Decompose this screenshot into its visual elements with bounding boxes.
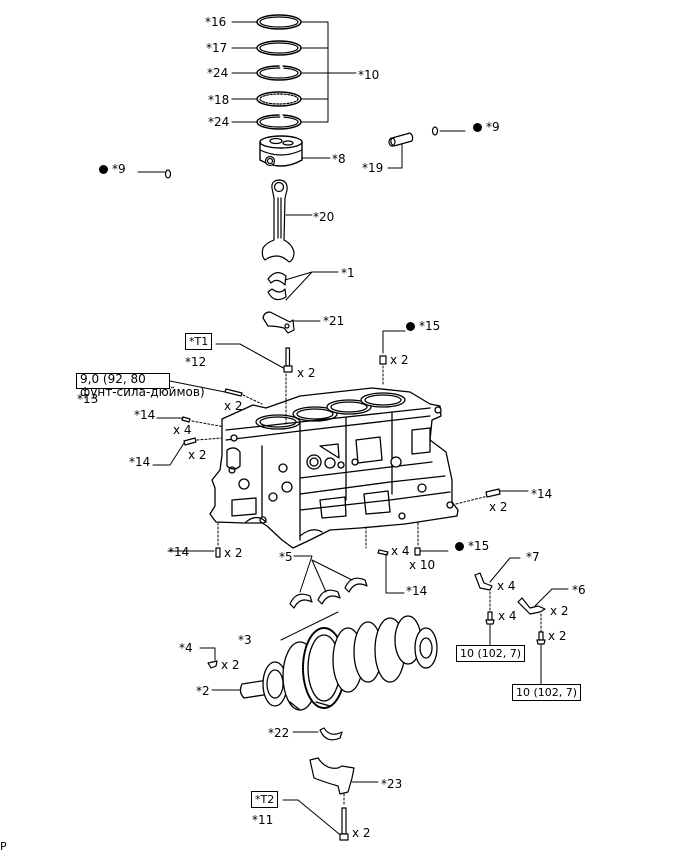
qty-14d: x 2 bbox=[224, 546, 243, 560]
qty-13: x 2 bbox=[224, 399, 243, 413]
reuse-dot-icon bbox=[99, 165, 108, 174]
label-part-14b: *14 bbox=[129, 455, 151, 469]
label-part-21: *21 bbox=[323, 314, 345, 328]
label-part-17: *17 bbox=[206, 41, 228, 55]
label-part-13: *13 bbox=[77, 392, 99, 406]
qty-4: x 2 bbox=[221, 658, 240, 672]
piston-ring-24b bbox=[256, 113, 302, 130]
label-part-12: *12 bbox=[185, 355, 207, 369]
clip-left bbox=[137, 169, 172, 179]
torque-note-13: 9,0 (92, 80 фунт-сила-дюймов) bbox=[80, 372, 205, 399]
qty-12: x 2 bbox=[297, 366, 316, 380]
oil-jet-7 bbox=[474, 557, 521, 646]
label-part-1: *1 bbox=[341, 266, 355, 280]
qty-14c: x 2 bbox=[489, 500, 508, 514]
label-part-14a: *14 bbox=[134, 408, 156, 422]
label-part-9-left: *9 bbox=[112, 162, 126, 176]
main-bolt bbox=[282, 799, 349, 841]
qty-11: x 2 bbox=[352, 826, 371, 840]
main-cap bbox=[309, 757, 379, 807]
piston-ring-16 bbox=[256, 14, 302, 30]
label-part-8: *8 bbox=[332, 152, 346, 166]
label-part-15b: *15 bbox=[468, 539, 490, 553]
rod-bearing-upper bbox=[267, 272, 287, 286]
qty-7a: x 4 bbox=[497, 579, 516, 593]
rod-bolt bbox=[215, 343, 293, 373]
label-part-14c: *14 bbox=[531, 487, 553, 501]
torque-ref-t2: *T2 bbox=[251, 791, 279, 808]
torque-note-frame bbox=[76, 373, 170, 389]
clip-right bbox=[431, 126, 466, 136]
label-part-18: *18 bbox=[208, 93, 230, 107]
label-part-7: *7 bbox=[526, 550, 540, 564]
label-part-19: *19 bbox=[362, 161, 384, 175]
label-part-11: *11 bbox=[252, 813, 274, 827]
lower-pins bbox=[167, 488, 529, 594]
thrust-bearing bbox=[292, 727, 343, 741]
qty-14b: x 2 bbox=[188, 448, 207, 462]
label-part-3: *3 bbox=[238, 633, 252, 647]
piston bbox=[259, 135, 331, 167]
block-guides bbox=[217, 373, 489, 549]
label-part-5: *5 bbox=[279, 550, 293, 564]
cylinder-block bbox=[209, 387, 459, 549]
crankshaft bbox=[239, 615, 438, 711]
corner-marker: P bbox=[0, 840, 7, 853]
label-part-24b: *24 bbox=[208, 115, 230, 129]
torque-ref-t1: *T1 bbox=[185, 333, 213, 350]
reuse-dot-icon bbox=[473, 123, 482, 132]
qty-15b: x 10 bbox=[409, 558, 436, 572]
label-part-14d: *14 bbox=[168, 545, 190, 559]
pins-14-left bbox=[152, 416, 226, 466]
torque-spec-6: 10 (102, 7) bbox=[512, 684, 582, 701]
qty-6b: x 2 bbox=[548, 629, 567, 643]
label-part-23: *23 bbox=[381, 777, 403, 791]
qty-14e: x 4 bbox=[391, 544, 410, 558]
label-part-20: *20 bbox=[313, 210, 335, 224]
piston-ring-18 bbox=[256, 91, 302, 107]
label-part-24a: *24 bbox=[207, 66, 229, 80]
label-part-4: *4 bbox=[179, 641, 193, 655]
label-part-16: *16 bbox=[205, 15, 227, 29]
torque-spec-7: 10 (102, 7) bbox=[456, 645, 526, 662]
label-part-10: *10 bbox=[358, 68, 380, 82]
label-part-22: *22 bbox=[268, 726, 290, 740]
connecting-rod bbox=[261, 179, 313, 263]
label-part-15a: *15 bbox=[419, 319, 441, 333]
main-bearings bbox=[289, 555, 368, 609]
oil-jet-6 bbox=[517, 588, 569, 686]
piston-ring-17 bbox=[256, 40, 302, 56]
rod-bearing-lower bbox=[267, 288, 287, 301]
piston-pin bbox=[387, 132, 414, 169]
qty-15a: x 2 bbox=[390, 353, 409, 367]
piston-ring-24a bbox=[256, 64, 302, 81]
ring-leaders bbox=[231, 21, 357, 123]
qty-6a: x 2 bbox=[550, 604, 569, 618]
qty-14a: x 4 bbox=[173, 423, 192, 437]
rod-cap bbox=[262, 311, 321, 334]
qty-7b: x 4 bbox=[498, 609, 517, 623]
stud-13 bbox=[169, 380, 263, 405]
label-part-2: *2 bbox=[196, 684, 210, 698]
label-part-14e: *14 bbox=[406, 584, 428, 598]
reuse-dot-icon bbox=[455, 542, 464, 551]
block-pin-15a bbox=[379, 330, 406, 387]
label-part-9-right: *9 bbox=[486, 120, 500, 134]
label-part-6: *6 bbox=[572, 583, 586, 597]
reuse-dot-icon bbox=[406, 322, 415, 331]
